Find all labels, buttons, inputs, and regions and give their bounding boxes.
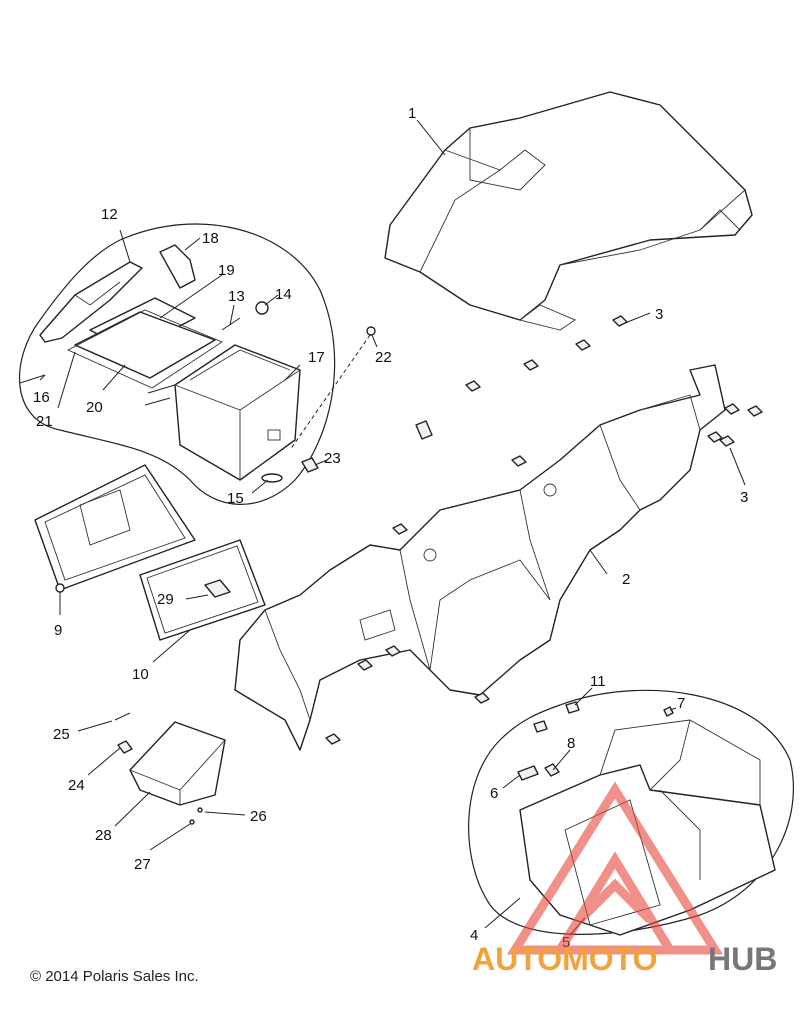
watermark-logo-icon <box>506 781 724 955</box>
part-12-lid <box>39 261 143 343</box>
callout-14: 14 <box>275 286 292 303</box>
callout-21: 21 <box>36 413 53 430</box>
callout-24: 24 <box>68 777 85 794</box>
part-10-gasket <box>139 539 266 641</box>
part-23-clip <box>301 457 319 473</box>
callout-7: 7 <box>677 695 685 712</box>
callout-28: 28 <box>95 827 112 844</box>
part-bolt-extra <box>533 720 548 733</box>
callout-16: 16 <box>33 389 50 406</box>
part-22-bolt <box>366 326 376 336</box>
callout-3b: 3 <box>740 489 748 506</box>
callout-20: 20 <box>86 399 103 416</box>
part-24-fastener <box>117 740 133 754</box>
callout-1: 1 <box>408 105 416 122</box>
copyright-notice: © 2014 Polaris Sales Inc. <box>30 968 199 985</box>
part-3-clips <box>325 315 763 745</box>
callout-4: 4 <box>470 927 478 944</box>
callout-9: 9 <box>54 622 62 639</box>
part-20-seal <box>74 311 216 379</box>
part-21-seal <box>66 309 223 389</box>
callout-19: 19 <box>218 262 235 279</box>
automotohub-watermark: AUTOMOTO HUB <box>472 781 777 977</box>
part-9-door <box>34 464 196 593</box>
callout-27: 27 <box>134 856 151 873</box>
callouts: 1 2 3 3 4 5 6 7 8 9 10 11 12 13 14 15 16… <box>33 105 748 951</box>
callout-10: 10 <box>132 666 149 683</box>
callout-13: 13 <box>228 288 245 305</box>
callout-18: 18 <box>202 230 219 247</box>
callout-26: 26 <box>250 808 267 825</box>
callout-29: 29 <box>157 591 174 608</box>
part-7-screw <box>663 706 674 717</box>
watermark-text-b: HUB <box>708 941 777 977</box>
part-8-clip <box>544 763 560 777</box>
watermark-text-a: AUTOMOTO <box>472 941 657 977</box>
part-6-bracket <box>517 765 539 781</box>
callout-17: 17 <box>308 349 325 366</box>
part-28-box <box>129 721 226 806</box>
callout-12: 12 <box>101 206 118 223</box>
callout-2: 2 <box>622 571 630 588</box>
part-pin-b <box>144 397 171 406</box>
part-pin-a <box>147 384 176 394</box>
callout-8: 8 <box>567 735 575 752</box>
callout-11: 11 <box>590 673 606 690</box>
group-outline-lower <box>468 689 794 935</box>
part-27-dot-b <box>189 819 195 825</box>
callout-22: 22 <box>375 349 392 366</box>
callout-3a: 3 <box>655 306 663 323</box>
part-25-pin <box>114 712 131 721</box>
callout-15: 15 <box>227 490 244 507</box>
part-1-dash-cover <box>384 91 753 331</box>
group-outline-upper <box>18 223 336 505</box>
part-15-washer <box>261 473 283 483</box>
part-17-box <box>174 344 301 481</box>
part-13-pin <box>221 317 241 331</box>
part-26-dot-a <box>197 807 203 813</box>
callout-23: 23 <box>324 450 341 467</box>
part-18-latch <box>159 244 196 289</box>
callout-25: 25 <box>53 726 70 743</box>
callout-6: 6 <box>490 785 498 802</box>
part-2-dash-frame <box>234 364 726 751</box>
part-29-latch <box>204 579 231 598</box>
part-16-pin <box>19 374 46 384</box>
